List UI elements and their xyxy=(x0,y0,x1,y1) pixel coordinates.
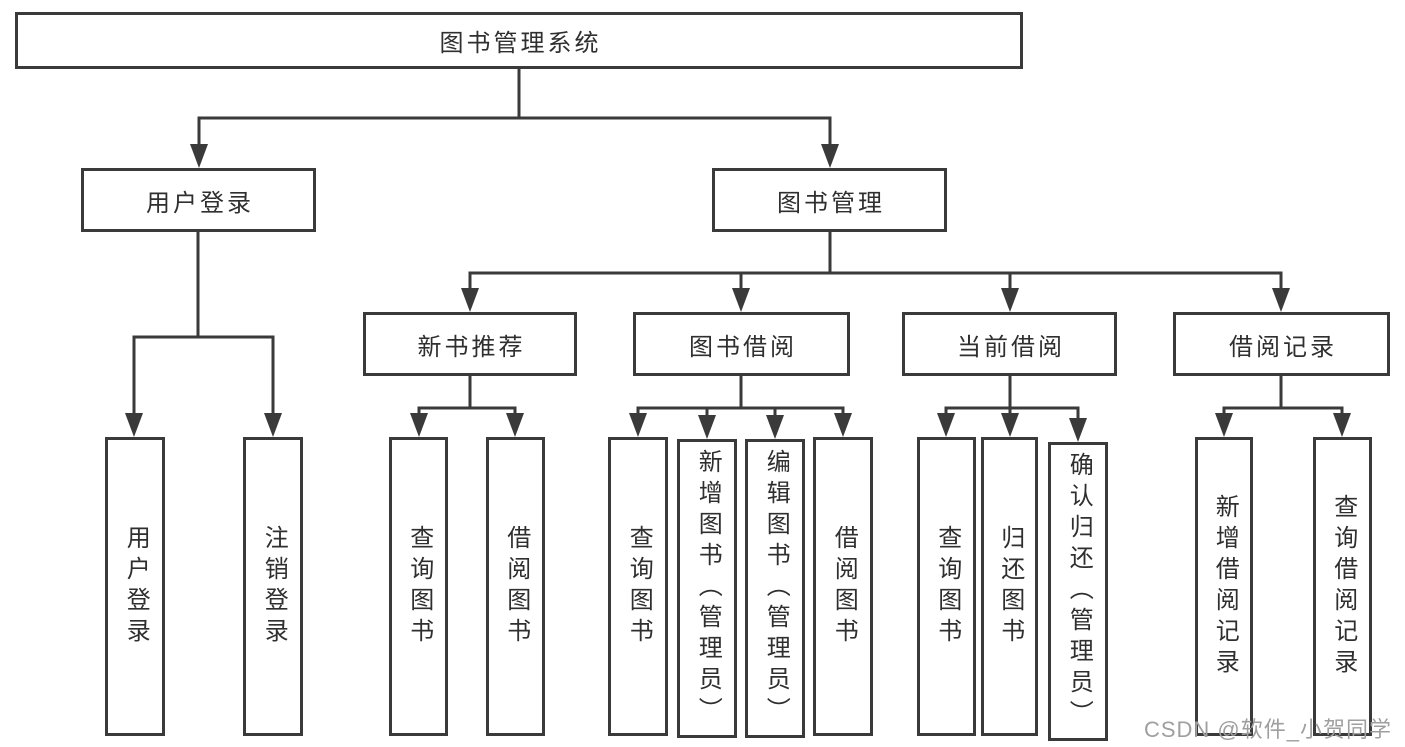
node-label: 查询借阅记录 xyxy=(1329,493,1357,680)
node-label: 新书推荐 xyxy=(417,333,526,361)
node-borrowing-records: 借阅记录 xyxy=(1173,312,1390,376)
node-label: 查询图书 xyxy=(933,524,961,649)
node-label: 用户登录 xyxy=(146,189,254,217)
node-label: 新增借阅记录 xyxy=(1211,493,1239,680)
node-confirm-return-admin: 确认归还（管理员） xyxy=(1048,442,1108,741)
arrowhead xyxy=(1272,288,1290,312)
arrowhead xyxy=(698,415,716,439)
arrowhead xyxy=(1001,413,1019,437)
node-label: 确认归还（管理员） xyxy=(1065,452,1093,731)
arrowhead xyxy=(821,144,839,168)
arrowhead xyxy=(506,413,524,437)
node-label: 借阅图书 xyxy=(502,524,530,649)
node-label: 借阅记录 xyxy=(1229,333,1337,361)
node-query-book-2: 查询图书 xyxy=(608,437,668,736)
node-book-borrowing: 图书借阅 xyxy=(633,312,850,376)
arrowhead xyxy=(1069,418,1087,442)
node-borrow-book-1: 借阅图书 xyxy=(486,437,545,736)
arrowhead xyxy=(1001,288,1019,312)
node-label: 图书借阅 xyxy=(689,333,797,361)
node-root: 图书管理系统 xyxy=(15,12,1023,69)
arrowhead xyxy=(125,413,143,437)
arrowhead xyxy=(937,413,955,437)
node-logout: 注销登录 xyxy=(243,437,303,736)
arrowhead xyxy=(766,415,784,439)
node-user-login: 用户登录 xyxy=(105,437,165,736)
node-label: 归还图书 xyxy=(996,524,1024,649)
node-label: 新增图书（管理员） xyxy=(694,449,722,728)
node-label: 注销登录 xyxy=(260,524,288,649)
node-add-borrow-record: 新增借阅记录 xyxy=(1195,437,1253,736)
node-new-book-recommend: 新书推荐 xyxy=(363,312,577,376)
arrowhead xyxy=(264,413,282,437)
node-current-borrowing: 当前借阅 xyxy=(902,312,1117,376)
arrowhead xyxy=(732,288,750,312)
node-add-book-admin: 新增图书（管理员） xyxy=(677,439,737,738)
node-label: 用户登录 xyxy=(122,524,150,649)
node-query-book-3: 查询图书 xyxy=(917,437,976,736)
node-edit-book-admin: 编辑图书（管理员） xyxy=(745,439,805,738)
node-label: 查询图书 xyxy=(405,524,433,649)
arrowhead xyxy=(410,413,428,437)
node-book-management: 图书管理 xyxy=(712,168,947,232)
arrowhead xyxy=(461,288,479,312)
node-return-book: 归还图书 xyxy=(981,437,1038,736)
arrowhead xyxy=(1215,413,1233,437)
node-user-login-group: 用户登录 xyxy=(81,168,316,232)
node-label: 图书管理 xyxy=(777,189,885,217)
node-label: 查询图书 xyxy=(625,524,653,649)
arrowhead xyxy=(1333,413,1351,437)
node-query-book-1: 查询图书 xyxy=(389,437,448,736)
node-borrow-book-2: 借阅图书 xyxy=(813,437,873,736)
node-label: 当前借阅 xyxy=(957,333,1065,361)
node-label: 图书管理系统 xyxy=(439,30,602,57)
arrowhead xyxy=(190,144,208,168)
node-label: 借阅图书 xyxy=(830,524,858,649)
arrowhead xyxy=(629,413,647,437)
watermark: CSDN @软件_小贺同学 xyxy=(1143,717,1392,742)
arrowhead xyxy=(834,413,852,437)
node-label: 编辑图书（管理员） xyxy=(762,449,790,728)
node-query-borrow-record: 查询借阅记录 xyxy=(1313,437,1372,736)
